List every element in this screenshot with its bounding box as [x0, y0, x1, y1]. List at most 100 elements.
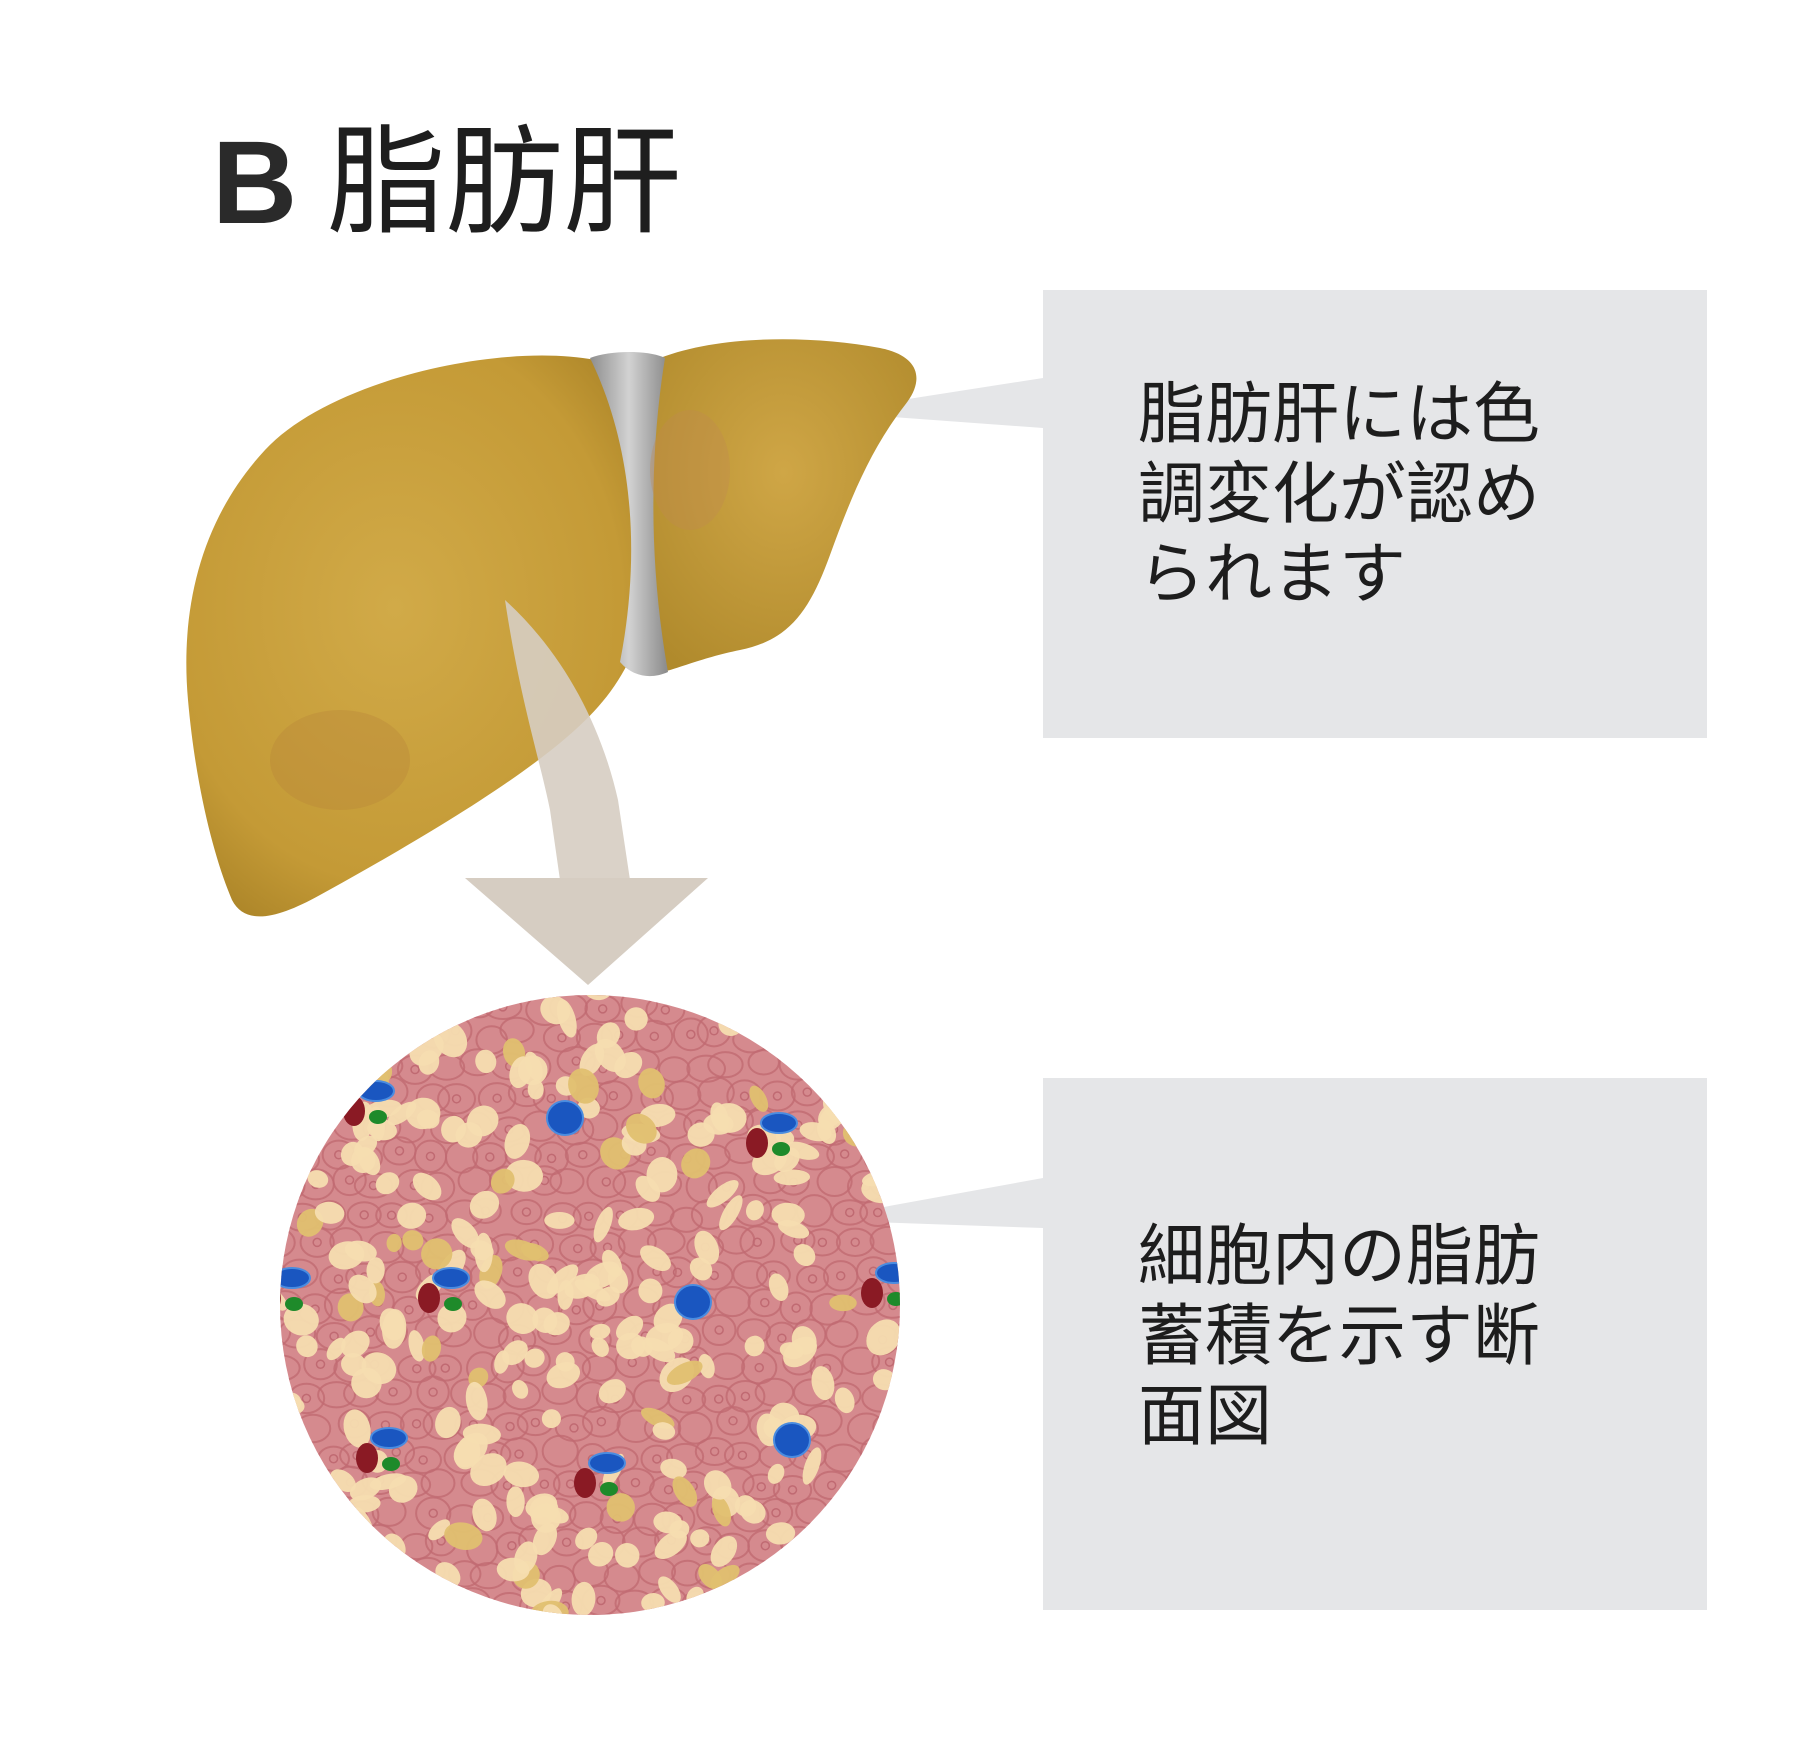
hepatocyte: [404, 1445, 443, 1474]
fat-droplet: [283, 1303, 319, 1336]
nucleus: [791, 1303, 801, 1313]
fat-droplet: [337, 1293, 364, 1322]
hepatocyte: [808, 995, 842, 1022]
nucleus: [331, 1088, 341, 1098]
liver-right-lobe: [186, 355, 650, 917]
green-cell: [772, 1142, 790, 1156]
hepatocyte: [672, 1017, 709, 1052]
hepatocyte: [728, 963, 761, 990]
hepatocyte: [830, 1017, 868, 1048]
fat-droplet: [799, 1122, 832, 1142]
hepatocyte: [282, 958, 318, 988]
fat-droplet: [408, 1330, 425, 1362]
fat-droplet: [638, 1278, 663, 1304]
red-cell: [418, 1283, 440, 1313]
hepatocyte: [907, 1414, 941, 1440]
nucleus: [310, 1117, 320, 1127]
fat-droplet: [527, 1079, 544, 1100]
fat-droplet: [773, 1169, 811, 1186]
nucleus: [713, 1394, 724, 1404]
fat-droplet: [343, 1409, 371, 1448]
nucleus: [451, 1094, 462, 1104]
hepatocyte: [713, 995, 753, 1023]
hepatocyte: [334, 1046, 368, 1078]
fat-droplet: [402, 1230, 424, 1251]
nucleus: [546, 1093, 557, 1104]
fat-droplet: [625, 1113, 657, 1144]
nucleus: [521, 1207, 532, 1217]
fat-droplet: [366, 1257, 385, 1284]
fat-droplet: [532, 1307, 558, 1333]
hepatocyte: [399, 1407, 434, 1440]
hepatocyte: [876, 995, 900, 1025]
hepatocyte: [912, 1232, 948, 1261]
hepatocyte: [769, 1555, 803, 1589]
nucleus: [596, 1416, 607, 1427]
nucleus: [740, 1391, 751, 1402]
fat-droplet: [451, 1218, 480, 1249]
hepatocyte: [420, 1468, 456, 1498]
hepatocyte: [663, 1080, 702, 1111]
nucleus: [323, 1031, 333, 1042]
nucleus: [810, 1030, 820, 1041]
hepatocyte: [423, 995, 457, 1022]
red-cell: [574, 1468, 596, 1498]
hepatocyte: [720, 1586, 758, 1615]
nucleus: [474, 1000, 484, 1010]
hepatocyte: [873, 1529, 900, 1557]
nucleus: [344, 1175, 355, 1185]
fat-droplet: [348, 1274, 377, 1304]
hepatocyte: [835, 1227, 875, 1257]
hepatocyte: [317, 1381, 356, 1409]
fat-droplet: [811, 1366, 835, 1401]
hepatocyte: [549, 1167, 585, 1195]
fat-droplet: [703, 1113, 734, 1135]
hepatocyte: [245, 966, 277, 992]
fat-droplet: [740, 1499, 766, 1524]
nucleus: [337, 1540, 348, 1550]
hepatocyte: [829, 957, 863, 986]
nucleus: [313, 1064, 324, 1074]
fat-droplet: [375, 1172, 400, 1195]
nucleus: [739, 1091, 750, 1101]
fat-droplet: [412, 1172, 442, 1201]
hepatocyte: [779, 1291, 813, 1325]
hepatocyte: [280, 1439, 291, 1470]
fat-droplet: [474, 1280, 506, 1309]
nucleus: [561, 1537, 572, 1548]
nucleus: [425, 1151, 436, 1162]
fat-droplet: [660, 1458, 687, 1479]
nucleus: [608, 1091, 619, 1101]
nucleus: [571, 1056, 582, 1066]
fat-droplet: [711, 1495, 731, 1527]
hepatocyte: [280, 1022, 313, 1050]
liver-left-lobe: [650, 339, 917, 672]
nucleus: [919, 1184, 927, 1192]
fat-droplet: [710, 1564, 740, 1589]
fat-droplet: [466, 1105, 499, 1137]
nucleus: [787, 1485, 798, 1495]
blue-cell: [760, 1112, 798, 1134]
hepatocyte: [818, 1561, 857, 1590]
nucleus: [760, 1540, 771, 1551]
nucleus: [333, 1274, 344, 1284]
hepatocyte: [365, 995, 399, 1026]
hepatocyte: [473, 959, 505, 990]
callout-line: 蓄積を示す断: [1138, 1297, 1540, 1375]
hepatocyte: [416, 1375, 450, 1410]
nucleus: [328, 1454, 339, 1464]
fat-droplet: [588, 1542, 614, 1567]
hepatocyte: [247, 1562, 278, 1592]
nucleus: [381, 1599, 392, 1610]
nucleus: [569, 1423, 579, 1433]
hepatocyte: [632, 962, 667, 988]
liver-illustration: [186, 339, 917, 917]
callout-line: 面図: [1138, 1377, 1272, 1455]
fat-droplet: [341, 1330, 370, 1358]
nucleus: [514, 1449, 524, 1459]
fat-droplet: [369, 1473, 407, 1491]
nucleus: [266, 1154, 274, 1162]
blue-cell: [357, 1080, 395, 1102]
fat-droplet: [589, 1323, 611, 1340]
hepatocyte: [913, 1535, 946, 1564]
